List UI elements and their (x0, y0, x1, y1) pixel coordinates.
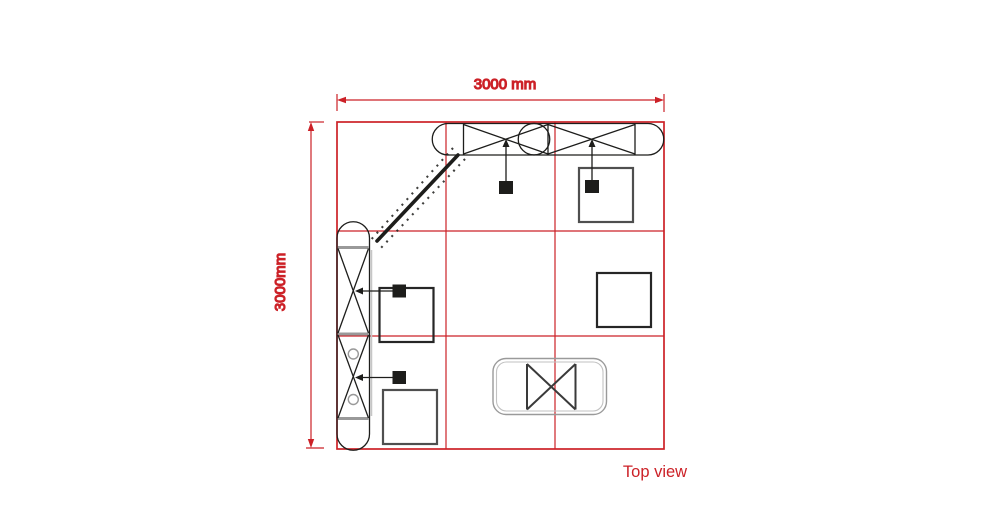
table-cross-brace (526, 363, 577, 411)
light-head (499, 181, 513, 194)
arrowhead-up-icon (307, 122, 315, 131)
light-head (392, 284, 406, 298)
counter-top-right (577, 166, 635, 224)
counter-mid-right (595, 271, 653, 329)
light-head (392, 371, 406, 384)
arrowhead-left-icon (337, 96, 346, 104)
grommet-icon (347, 393, 359, 406)
popup-wall-left-outline (336, 221, 371, 451)
height-dimension-label: 3000mm (272, 253, 289, 311)
arrowhead-icon (355, 374, 363, 381)
width-dimension-label: 3000 mm (474, 76, 537, 93)
arrowhead-icon (355, 287, 363, 295)
diagonal-connector-wall (368, 147, 466, 251)
table-leg-frame (526, 363, 577, 411)
arrowhead-down-icon (307, 439, 315, 448)
popup-wall-top-hub (517, 122, 551, 156)
diagonal-wall-line (375, 153, 460, 243)
popup-wall-top (431, 122, 665, 156)
booth-outline (336, 121, 665, 450)
arrowhead-right-icon (655, 96, 664, 104)
booth-floor-grid (337, 122, 664, 449)
light-fixture-top-right (585, 139, 599, 193)
light-head (585, 180, 599, 193)
table-top-outer (492, 357, 608, 416)
counter-left-lower (381, 388, 439, 446)
scissor-brace (547, 123, 636, 155)
counter-left-upper (378, 286, 435, 344)
scissor-brace (337, 334, 370, 419)
popup-wall-left (336, 221, 373, 451)
arrowhead-icon (588, 139, 596, 147)
arrowhead-icon (502, 139, 510, 147)
view-caption: Top view (623, 463, 687, 481)
light-fixture-left-lower (355, 371, 406, 384)
light-fixture-top-left (499, 139, 513, 194)
light-fixture-left-upper (355, 284, 406, 298)
folding-table (492, 357, 608, 416)
table-top-inner (495, 361, 604, 412)
height-dimension: 3000mm (271, 121, 324, 449)
grommet-icon (347, 348, 359, 360)
hatch-marks-upper (368, 147, 454, 243)
hatch-marks-lower (378, 158, 466, 251)
scissor-brace (337, 248, 370, 334)
popup-wall-top-outline (431, 122, 665, 156)
scissor-brace (463, 123, 549, 155)
width-dimension: 3000 mm (336, 75, 665, 112)
